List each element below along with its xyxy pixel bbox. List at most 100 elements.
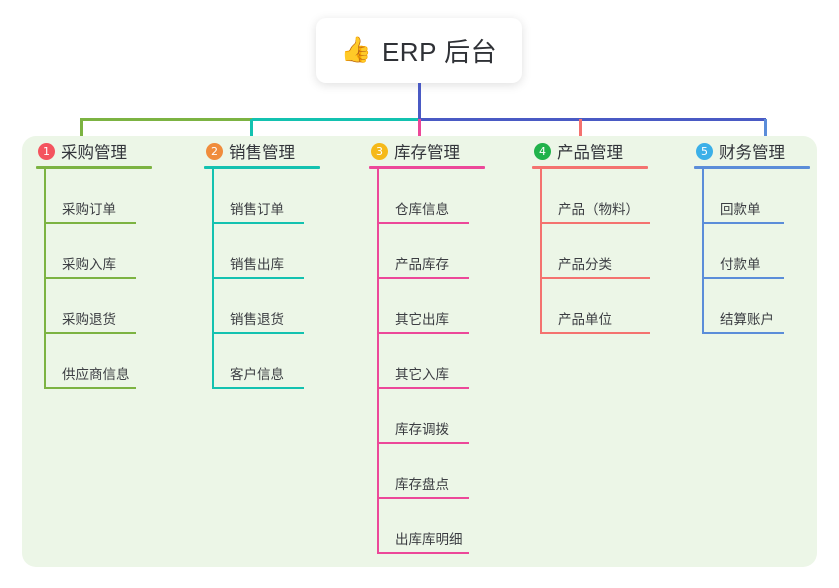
leaf-label: 回款单	[720, 202, 761, 217]
leaf-item[interactable]: 客户信息	[212, 334, 355, 389]
leaf-list-4: 产品（物料） 产品分类产品单位	[540, 169, 680, 334]
leaf-item[interactable]: 产品单位	[540, 279, 680, 334]
leaf-item[interactable]: 结算账户	[702, 279, 817, 334]
leaf-item[interactable]: 其它入库	[377, 334, 518, 389]
leaf-label: 供应商信息	[62, 367, 130, 382]
leaf-item[interactable]: 出库库明细	[377, 499, 518, 554]
leaf-item[interactable]: 供应商信息	[44, 334, 190, 389]
root-node[interactable]: 👍 ERP 后台	[316, 18, 522, 83]
leaf-underline	[377, 497, 469, 499]
leaf-label: 仓库信息	[395, 202, 449, 217]
leaf-label: 销售订单	[230, 202, 284, 217]
leaf-item[interactable]: 库存调拨	[377, 389, 518, 444]
leaf-label: 产品（物料）	[558, 202, 639, 217]
branch-header-2[interactable]: 2 销售管理	[190, 136, 355, 166]
leaf-item[interactable]: 其它出库	[377, 279, 518, 334]
branch-badge-1: 1	[38, 142, 55, 160]
leaf-underline	[44, 222, 136, 224]
leaf-label: 付款单	[720, 257, 761, 272]
leaf-label: 其它出库	[395, 312, 449, 327]
branch-title-4: 产品管理	[557, 144, 623, 162]
leaf-label: 其它入库	[395, 367, 449, 382]
leaf-underline	[377, 332, 469, 334]
thumbs-up-icon: 👍	[340, 36, 372, 64]
branch-badge-4: 4	[534, 142, 551, 160]
leaf-underline	[377, 387, 469, 389]
branch-underline-5	[694, 166, 810, 169]
leaf-underline	[212, 332, 304, 334]
branch-column-2: 2 销售管理销售订单销售出库销售退货客户信息	[190, 136, 355, 567]
leaf-underline	[44, 277, 136, 279]
leaf-spine-5	[702, 169, 704, 334]
leaf-underline	[540, 332, 650, 334]
leaf-underline	[377, 222, 469, 224]
branch-title-2: 销售管理	[229, 144, 295, 162]
branch-columns: 1 采购管理采购订单采购入库采购退货供应商信息 2 销售管理销售订单销售出库销售退货客…	[22, 136, 817, 567]
leaf-underline	[540, 277, 650, 279]
leaf-label: 采购订单	[62, 202, 116, 217]
branch-underline-1	[36, 166, 152, 169]
leaf-label: 销售出库	[230, 257, 284, 272]
leaf-label: 结算账户	[720, 312, 774, 327]
leaf-item[interactable]: 产品分类	[540, 224, 680, 279]
branch-column-1: 1 采购管理采购订单采购入库采购退货供应商信息	[22, 136, 190, 567]
leaf-item[interactable]: 销售退货	[212, 279, 355, 334]
leaf-item[interactable]: 采购退货	[44, 279, 190, 334]
leaf-underline	[702, 277, 784, 279]
leaf-label: 产品库存	[395, 257, 449, 272]
leaf-item[interactable]: 采购订单	[44, 169, 190, 224]
root-title: ERP 后台	[381, 37, 498, 67]
branch-column-4: 4 产品管理产品（物料） 产品分类产品单位	[518, 136, 680, 567]
leaf-label: 产品单位	[558, 312, 612, 327]
leaf-spine-3	[377, 169, 379, 554]
leaf-label: 库存盘点	[395, 477, 449, 492]
leaf-list-2: 销售订单销售出库销售退货客户信息	[212, 169, 355, 389]
leaf-item[interactable]: 产品（物料）	[540, 169, 680, 224]
leaf-spine-4	[540, 169, 542, 334]
leaf-underline	[540, 222, 650, 224]
leaf-item[interactable]: 库存盘点	[377, 444, 518, 499]
leaf-label: 出库库明细	[395, 532, 463, 547]
branch-underline-2	[204, 166, 320, 169]
leaf-underline	[212, 277, 304, 279]
branch-title-5: 财务管理	[719, 144, 785, 162]
leaf-label: 客户信息	[230, 367, 284, 382]
leaf-label: 采购入库	[62, 257, 116, 272]
leaf-underline	[702, 332, 784, 334]
leaf-item[interactable]: 回款单	[702, 169, 817, 224]
leaf-item[interactable]: 销售订单	[212, 169, 355, 224]
leaf-item[interactable]: 销售出库	[212, 224, 355, 279]
branch-badge-2: 2	[206, 142, 223, 160]
leaf-underline	[377, 277, 469, 279]
diagram-panel	[22, 136, 817, 567]
leaf-label: 产品分类	[558, 257, 612, 272]
leaf-underline	[377, 552, 469, 554]
branch-header-4[interactable]: 4 产品管理	[518, 136, 680, 166]
branch-underline-3	[369, 166, 485, 169]
leaf-spine-2	[212, 169, 214, 389]
leaf-underline	[377, 442, 469, 444]
leaf-underline	[702, 222, 784, 224]
leaf-item[interactable]: 产品库存	[377, 224, 518, 279]
leaf-item[interactable]: 仓库信息	[377, 169, 518, 224]
leaf-list-1: 采购订单采购入库采购退货供应商信息	[44, 169, 190, 389]
branch-header-1[interactable]: 1 采购管理	[22, 136, 190, 166]
leaf-label: 采购退货	[62, 312, 116, 327]
leaf-label: 库存调拨	[395, 422, 449, 437]
leaf-list-3: 仓库信息产品库存其它出库其它入库库存调拨库存盘点出库库明细	[377, 169, 518, 554]
leaf-item[interactable]: 付款单	[702, 224, 817, 279]
leaf-item[interactable]: 采购入库	[44, 224, 190, 279]
leaf-label: 销售退货	[230, 312, 284, 327]
leaf-underline	[44, 332, 136, 334]
branch-underline-4	[532, 166, 648, 169]
branch-title-3: 库存管理	[394, 144, 460, 162]
branch-title-1: 采购管理	[61, 144, 127, 162]
leaf-underline	[44, 387, 136, 389]
leaf-underline	[212, 387, 304, 389]
leaf-underline	[212, 222, 304, 224]
